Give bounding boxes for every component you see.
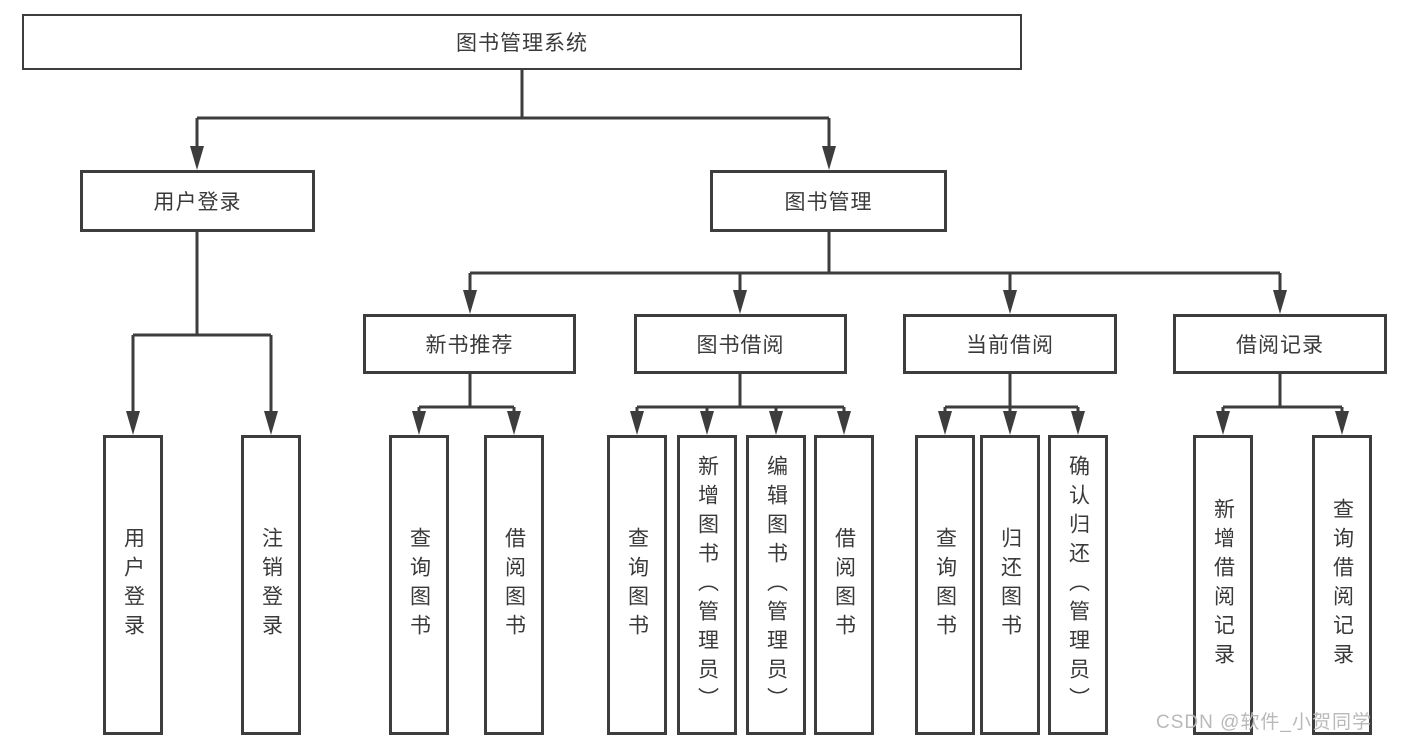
leaf-query-books-recommend: 查询图书 [389, 435, 449, 735]
csdn-watermark: CSDN @软件_小贺同学 [1156, 712, 1372, 733]
leaf-borrow-books: 借阅图书 [814, 435, 874, 735]
leaf-label: 查询图书 [625, 527, 649, 643]
node-label: 图书借阅 [696, 334, 785, 357]
node-user-login: 用户登录 [80, 170, 315, 232]
leaf-label: 归还图书 [998, 527, 1022, 643]
leaf-query-books-current: 查询图书 [915, 435, 975, 735]
leaf-add-borrow-record: 新增借阅记录 [1193, 435, 1253, 735]
node-label: 图书管理 [784, 191, 873, 214]
leaf-logout: 注销登录 [241, 435, 301, 735]
node-book-management: 图书管理 [710, 170, 947, 232]
leaf-query-books-borrow: 查询图书 [607, 435, 667, 735]
leaf-label: 用户登录 [121, 527, 145, 643]
leaf-label: 借阅图书 [502, 527, 526, 643]
node-label: 当前借阅 [966, 334, 1054, 357]
node-label: 用户登录 [153, 191, 242, 214]
leaf-label: 新增图书（管理员） [695, 454, 719, 716]
leaf-label: 查询图书 [933, 527, 957, 643]
node-label: 图书管理系统 [456, 32, 588, 55]
tree-edges [131, 70, 1344, 414]
node-book-borrow: 图书借阅 [634, 314, 847, 374]
leaf-edit-books-admin: 编辑图书（管理员） [746, 435, 806, 735]
node-label: 借阅记录 [1236, 334, 1324, 357]
node-new-book-recommend: 新书推荐 [363, 314, 576, 374]
leaf-return-books: 归还图书 [980, 435, 1040, 735]
node-root-library-system: 图书管理系统 [22, 14, 1022, 70]
node-label: 新书推荐 [425, 334, 514, 357]
leaf-query-borrow-record: 查询借阅记录 [1312, 435, 1372, 735]
leaf-label: 查询借阅记录 [1330, 498, 1354, 672]
leaf-label: 查询图书 [407, 527, 431, 643]
leaf-confirm-return-admin: 确认归还（管理员） [1048, 435, 1108, 735]
leaf-label: 确认归还（管理员） [1066, 454, 1090, 716]
leaf-label: 编辑图书（管理员） [764, 454, 788, 716]
leaf-add-books-admin: 新增图书（管理员） [677, 435, 737, 735]
leaf-label: 注销登录 [259, 527, 283, 643]
leaf-user-login: 用户登录 [103, 435, 163, 735]
node-borrow-record: 借阅记录 [1173, 314, 1387, 374]
leaf-label: 新增借阅记录 [1211, 498, 1235, 672]
node-current-borrow: 当前借阅 [903, 314, 1117, 374]
arrowheads [126, 146, 1349, 435]
leaf-borrow-books-recommend: 借阅图书 [484, 435, 544, 735]
leaf-label: 借阅图书 [832, 527, 856, 643]
